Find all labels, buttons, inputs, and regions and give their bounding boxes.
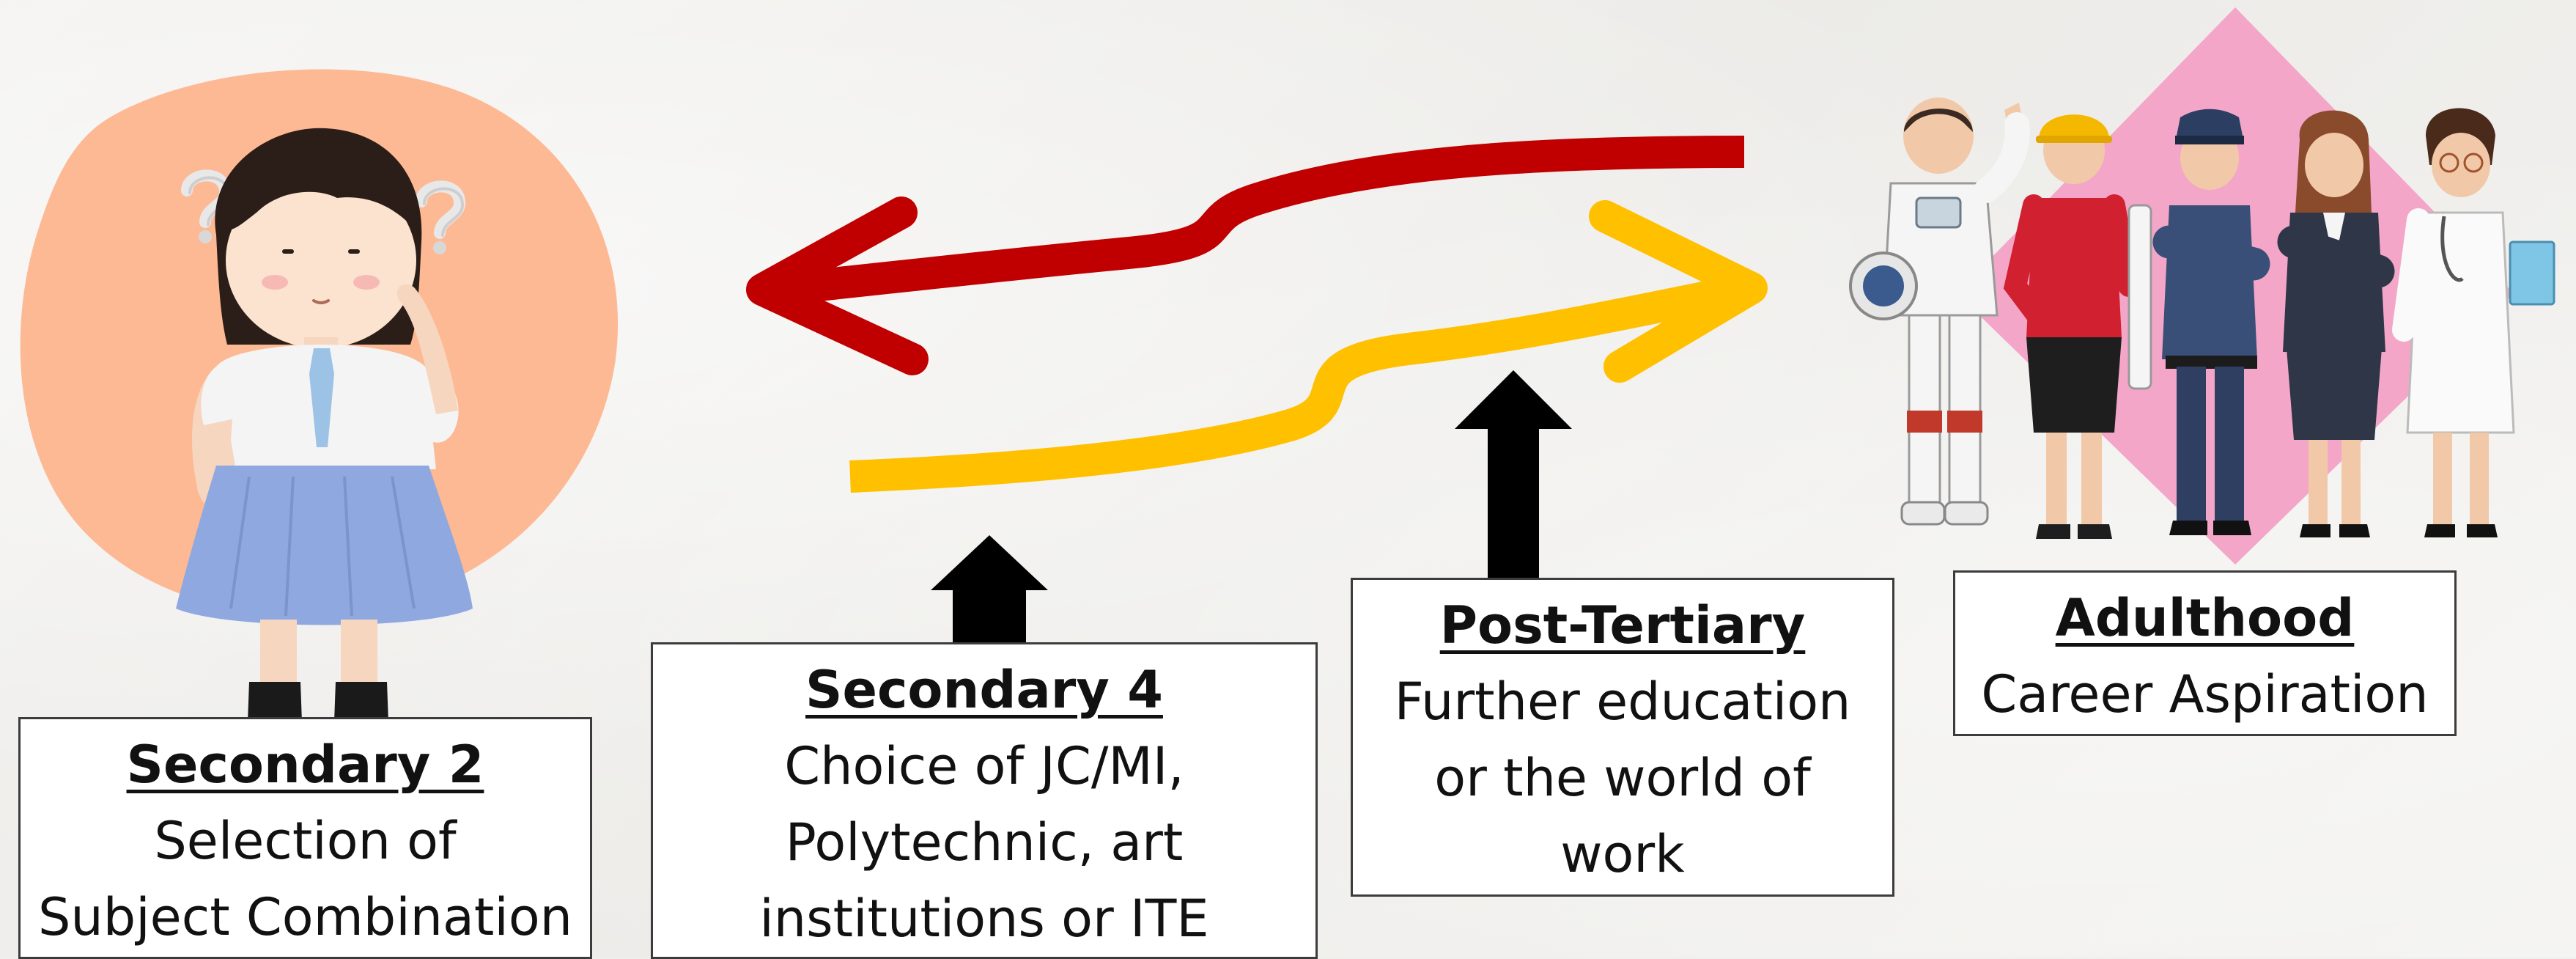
up-arrow-post-tertiary xyxy=(1455,370,1572,578)
stage-title: Adulthood xyxy=(2055,588,2355,648)
question-mark-icon xyxy=(416,180,465,254)
stage-description-line: Further education xyxy=(1394,672,1851,732)
up-arrow-secondary-4 xyxy=(931,535,1048,642)
stage-description-line: institutions or ITE xyxy=(759,889,1209,949)
businesswoman-figure xyxy=(2277,110,2395,537)
stage-box-secondary-2: Secondary 2 Selection of Subject Combina… xyxy=(18,717,592,959)
stage-title: Post-Tertiary xyxy=(1439,595,1806,655)
stage-description-line: work xyxy=(1560,824,1685,884)
doctor-figure xyxy=(2392,108,2555,537)
stage-title: Secondary 2 xyxy=(126,735,484,795)
red-back-arrow-shaft xyxy=(775,136,1745,306)
stage-description-line: or the world of xyxy=(1434,748,1811,808)
thinking-girl-illustration xyxy=(176,128,473,728)
engineer-figure xyxy=(2003,114,2152,539)
stage-description-line: Selection of xyxy=(154,811,457,871)
yellow-forward-arrow-shaft xyxy=(849,273,1748,493)
career-workers-illustration xyxy=(1849,98,2555,539)
yellow-forward-arrow-head xyxy=(1589,200,1768,383)
stage-description-line: Career Aspiration xyxy=(1981,664,2429,724)
stage-title: Secondary 4 xyxy=(805,660,1163,720)
stage-description-line: Polytechnic, art xyxy=(785,812,1184,872)
red-back-arrow-head xyxy=(746,196,929,375)
stage-box-adulthood: Adulthood Career Aspiration xyxy=(1953,570,2457,736)
stage-box-secondary-4: Secondary 4 Choice of JC/MI, Polytechnic… xyxy=(651,642,1318,959)
stage-box-post-tertiary: Post-Tertiary Further education or the w… xyxy=(1351,578,1894,897)
astronaut-figure xyxy=(1849,98,2030,526)
stage-description-line: Subject Combination xyxy=(37,887,573,947)
stage-description-line: Choice of JC/MI, xyxy=(784,736,1184,796)
police-figure xyxy=(2152,109,2270,535)
